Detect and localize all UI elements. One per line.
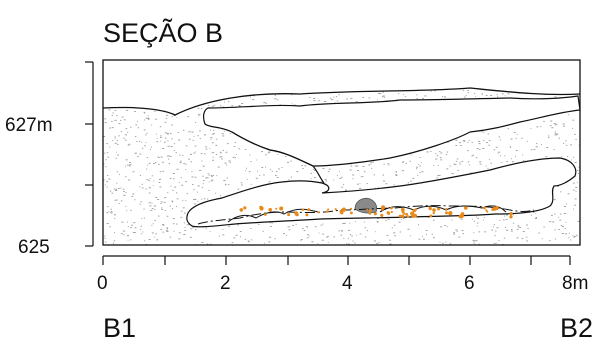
y-tick-label-625: 625 [18,237,50,258]
y-axis [85,61,94,247]
x-tick-label-8m: 8m [562,273,588,294]
rock-outline [102,87,581,116]
section-frame [102,59,581,246]
sediment-dots [239,205,513,219]
x-tick-label-4: 4 [342,273,353,294]
x-tick-label-6: 6 [464,273,475,294]
passage-connector-tip [231,131,325,184]
x-tick-label-0: 0 [97,273,108,294]
end-label-b2: B2 [560,313,593,343]
section-title: SEÇÃO B [103,17,223,48]
y-tick-label-627m: 627m [5,115,53,136]
x-tick-label-2: 2 [220,273,231,294]
end-label-b1: B1 [103,313,136,343]
lower-passage [186,157,577,228]
x-axis [102,255,571,265]
sediment-deposit [197,205,535,225]
